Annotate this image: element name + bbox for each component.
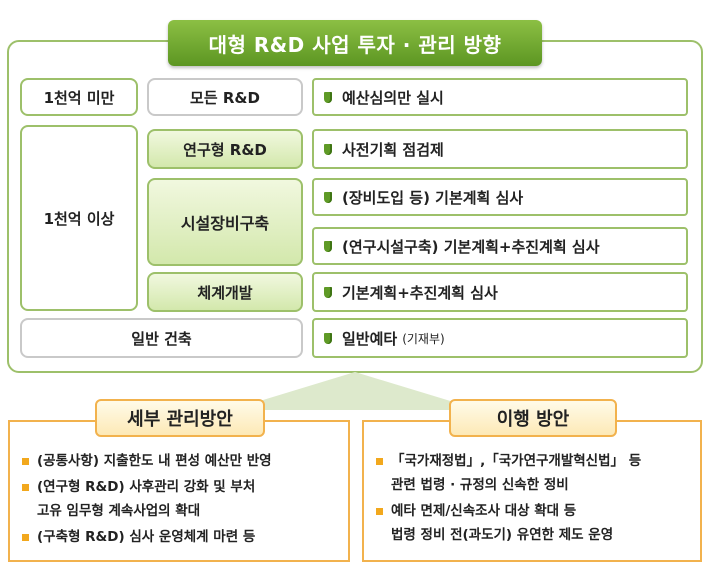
item-research-facility-plan: (연구시설구축) 기본계획+추진계획 심사: [312, 227, 688, 265]
green-bullet-icon: [324, 332, 332, 344]
green-bullet-icon: [324, 143, 332, 155]
detail-panel: [8, 420, 350, 562]
item-text: (연구시설구축) 기본계획+추진계획 심사: [342, 237, 600, 256]
up-arrow-shape: [230, 372, 480, 410]
list-item-continuation: 법령 정비 전(과도기) 유연한 제도 운영: [391, 527, 614, 543]
list-item: (구축형 R&D) 심사 운영체계 마련 등: [22, 528, 272, 546]
item-text: 사전기획 점검제: [342, 140, 444, 159]
list-item: (공통사항) 지출한도 내 편성 예산만 반영: [22, 452, 272, 470]
orange-square-bullet-icon: [376, 458, 383, 465]
list-item-continuation: 고유 임무형 계속사업의 확대: [37, 503, 201, 519]
green-bullet-icon: [324, 240, 332, 252]
type-research-rnd: 연구형 R&D: [147, 129, 303, 169]
list-item: (연구형 R&D) 사후관리 강화 및 부처: [22, 478, 272, 496]
item-text: 기본계획+추진계획 심사: [342, 283, 498, 302]
implementation-panel-bullets: 「국가재정법」,「국가연구개발혁신법」 등 관련 법령 · 규정의 신속한 정비…: [376, 452, 641, 544]
detail-panel-title: 세부 관리방안: [95, 399, 265, 437]
category-under-100b: 1천억 미만: [20, 78, 138, 116]
green-bullet-icon: [324, 286, 332, 298]
item-budget-review: 예산심의만 실시: [312, 78, 688, 116]
diagram-title: 대형 R&D 사업 투자 · 관리 방향: [168, 20, 542, 66]
detail-panel-bullets: (공통사항) 지출한도 내 편성 예산만 반영 (연구형 R&D) 사후관리 강…: [22, 452, 272, 546]
item-system-plan: 기본계획+추진계획 심사: [312, 272, 688, 312]
item-note: (기재부): [402, 331, 445, 346]
orange-square-bullet-icon: [22, 534, 29, 541]
item-text: (장비도입 등) 기본계획 심사: [342, 188, 524, 207]
category-over-100b: 1천억 이상: [20, 125, 138, 311]
implementation-panel: [362, 420, 702, 562]
list-item-continuation: 관련 법령 · 규정의 신속한 정비: [391, 477, 569, 493]
item-equipment-plan: (장비도입 등) 기본계획 심사: [312, 178, 688, 216]
type-facility-equipment: 시설장비구축: [147, 178, 303, 266]
green-bullet-icon: [324, 91, 332, 103]
item-pre-planning: 사전기획 점검제: [312, 129, 688, 169]
list-item: 「국가재정법」,「국가연구개발혁신법」 등: [376, 452, 641, 470]
item-text: 일반예타: [342, 329, 398, 348]
category-general-building: 일반 건축: [20, 318, 303, 358]
type-all-rnd: 모든 R&D: [147, 78, 303, 116]
implementation-panel-title: 이행 방안: [449, 399, 617, 437]
orange-square-bullet-icon: [22, 484, 29, 491]
type-system-development: 체계개발: [147, 272, 303, 312]
item-general-feasibility: 일반예타 (기재부): [312, 318, 688, 358]
green-bullet-icon: [324, 191, 332, 203]
list-item: 예타 면제/신속조사 대상 확대 등: [376, 502, 641, 520]
orange-square-bullet-icon: [22, 458, 29, 465]
item-text: 예산심의만 실시: [342, 88, 444, 107]
orange-square-bullet-icon: [376, 508, 383, 515]
